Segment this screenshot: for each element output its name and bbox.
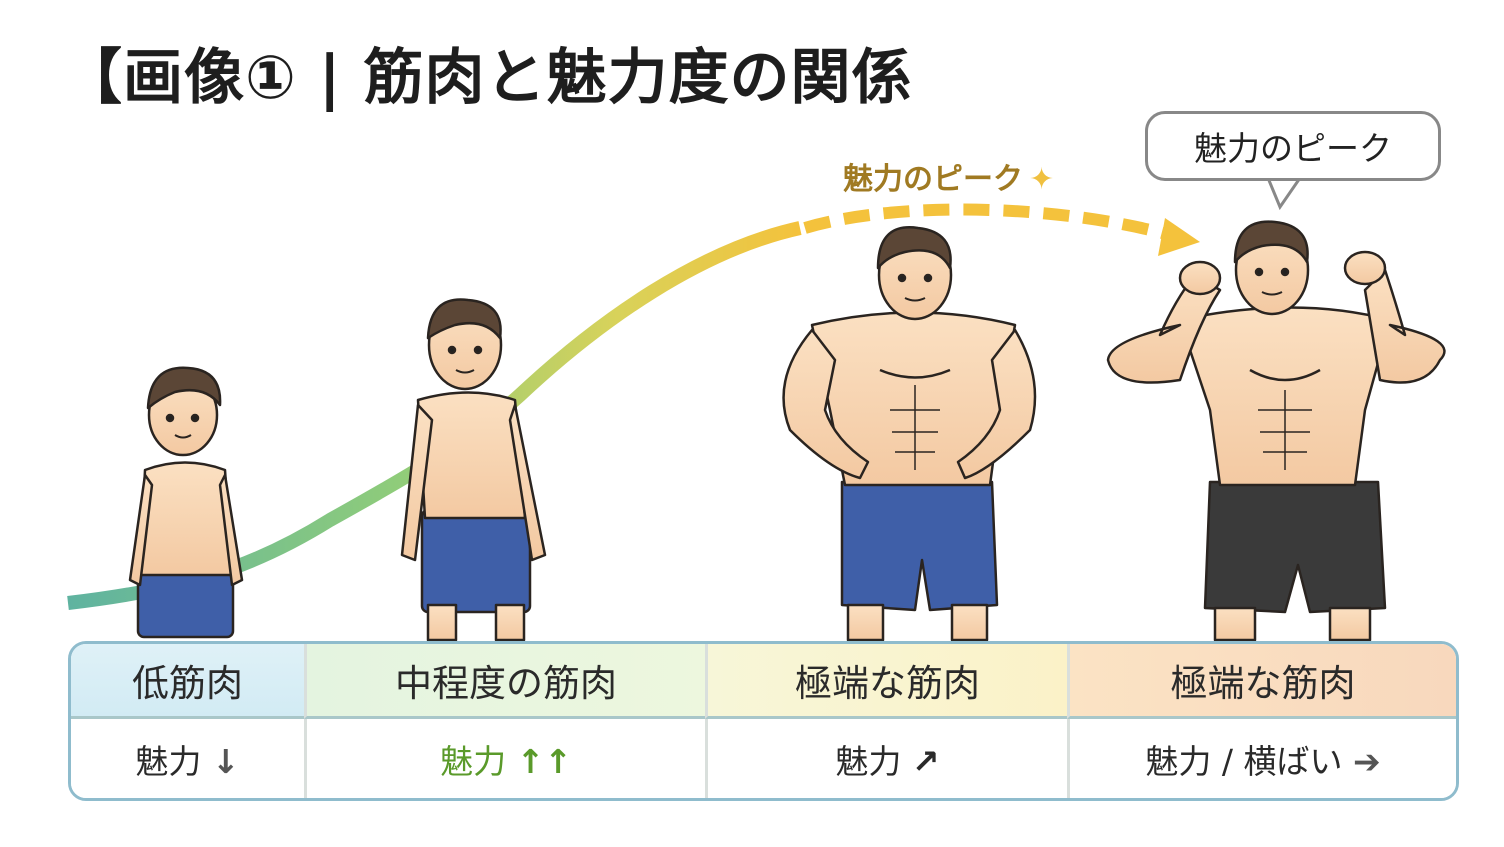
speech-bubble-text: 魅力のピーク	[1194, 129, 1392, 168]
header-moderate-muscle: 中程度の筋肉	[304, 644, 705, 719]
curve-peak-label: 魅力のピーク✦	[843, 154, 1054, 198]
header-low-muscle: 低筋肉	[71, 644, 304, 719]
peak-dashed-arrow	[803, 203, 1200, 256]
attractiveness-label: 魅力	[440, 741, 507, 781]
attractiveness-label: 魅力	[135, 741, 202, 781]
cell-extreme-muscle-attractiveness: 魅力 ↗	[705, 719, 1067, 798]
table-header-row: 低筋肉 中程度の筋肉 極端な筋肉 極端な筋肉	[71, 644, 1456, 719]
comparison-table: 低筋肉 中程度の筋肉 極端な筋肉 極端な筋肉 魅力 ↓ 魅力 ↑↑ 魅力 ↗ 魅…	[68, 641, 1459, 801]
double-arrow-up-icon: ↑↑	[516, 741, 572, 781]
cell-extreme-muscle-2-attractiveness: 魅力 / 横ばい ➔	[1067, 719, 1456, 798]
arrow-right-icon: ➔	[1352, 741, 1381, 781]
header-extreme-muscle-2: 極端な筋肉	[1067, 644, 1456, 719]
figure-extreme-muscle-1	[782, 226, 1037, 642]
cell-moderate-muscle-attractiveness: 魅力 ↑↑	[304, 719, 705, 798]
speech-bubble: 魅力のピーク	[1145, 111, 1441, 181]
cell-low-muscle-attractiveness: 魅力 ↓	[71, 719, 304, 798]
table-body-row: 魅力 ↓ 魅力 ↑↑ 魅力 ↗ 魅力 / 横ばい ➔	[71, 719, 1456, 798]
sparkle-icon: ✦	[1029, 162, 1055, 197]
arrow-down-icon: ↓	[211, 741, 240, 781]
attractiveness-label: 魅力 / 横ばい	[1145, 741, 1343, 781]
attractiveness-label: 魅力	[835, 741, 902, 781]
peak-label-text: 魅力のピーク	[843, 162, 1023, 197]
figure-moderate-muscle	[400, 298, 547, 642]
arrow-up-right-icon: ↗	[911, 741, 940, 781]
figure-extreme-muscle-2	[1106, 220, 1446, 642]
figure-low-muscle	[128, 366, 244, 639]
header-extreme-muscle: 極端な筋肉	[705, 644, 1067, 719]
page-title: 【画像① | 筋肉と魅力度の関係	[62, 43, 913, 113]
